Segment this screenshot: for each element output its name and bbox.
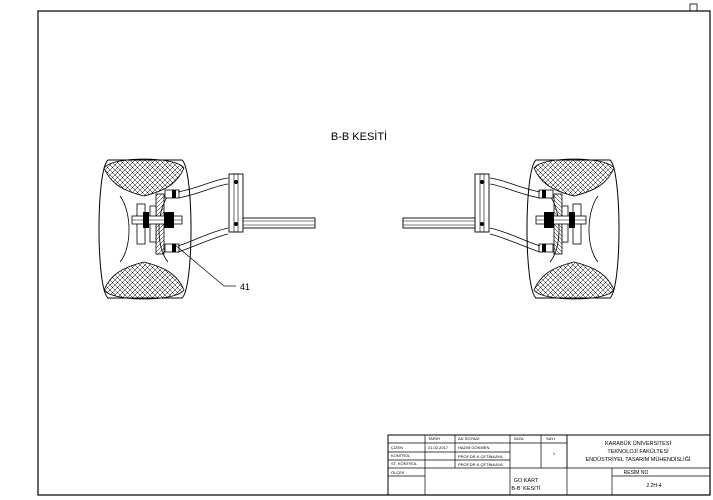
title-block xyxy=(387,434,711,496)
col-header-date: TARİH xyxy=(428,436,440,441)
count-value: 1 xyxy=(553,451,556,456)
left-upper-arm xyxy=(177,177,229,193)
left-frame-tube xyxy=(242,217,316,229)
left-lower-arm xyxy=(177,227,229,247)
drawing-no-label: RESİM NO xyxy=(624,469,649,476)
corner-mark xyxy=(689,3,698,12)
row-name-st-control: PROF.DR.K.ÇETİNKAYA xyxy=(458,462,503,467)
drawing-name-line-2: B-B' KESİTİ xyxy=(511,485,541,492)
right-tire xyxy=(526,159,620,299)
institution-line-3: ENDÜSTRİYEL TASARIM MÜHENDİSLİĞİ xyxy=(585,456,690,463)
row-label-scale: ÖLÇEK xyxy=(391,470,405,475)
left-wheel-assembly xyxy=(98,158,316,300)
row-name-drawn: HAZIM GÖKMEN xyxy=(458,445,489,450)
part-41-leader xyxy=(173,243,225,287)
right-tire-hatch-bottom xyxy=(533,261,615,300)
col-header-count: SAYI xyxy=(546,436,555,441)
row-label-drawn: ÇİZEN xyxy=(391,445,403,450)
left-tire-hatch-top xyxy=(103,158,185,197)
institution-line-1: KARABÜK ÜNİVERSİTESİ xyxy=(605,440,671,447)
row-name-control: PROF.DR.K.ÇETİNKAYA xyxy=(458,454,503,459)
section-title: B-B KESİTİ xyxy=(331,130,387,143)
sheet-border xyxy=(37,10,711,496)
left-tire-hatch-bottom xyxy=(103,261,185,300)
col-header-name: AD SOYADI xyxy=(458,436,480,441)
col-header-signature: İMZA xyxy=(514,436,524,441)
drawing-no-value: 2.2H-4 xyxy=(646,483,661,489)
right-wheel-assembly xyxy=(402,158,620,300)
row-date-drawn: 21.02.2017 xyxy=(428,445,449,450)
right-tire-hatch-top xyxy=(533,158,615,197)
row-label-st-control: ST. KONTROL xyxy=(391,461,418,466)
left-tire xyxy=(98,159,192,299)
row-label-control: KONTROL xyxy=(391,453,411,458)
institution-line-2: TEKNOLOJİ FAKÜLTESİ xyxy=(607,448,669,455)
drawing-name-line-1: GO KART xyxy=(514,478,539,484)
right-frame-tube xyxy=(402,217,476,229)
part-callout-41: 41 xyxy=(240,282,250,292)
